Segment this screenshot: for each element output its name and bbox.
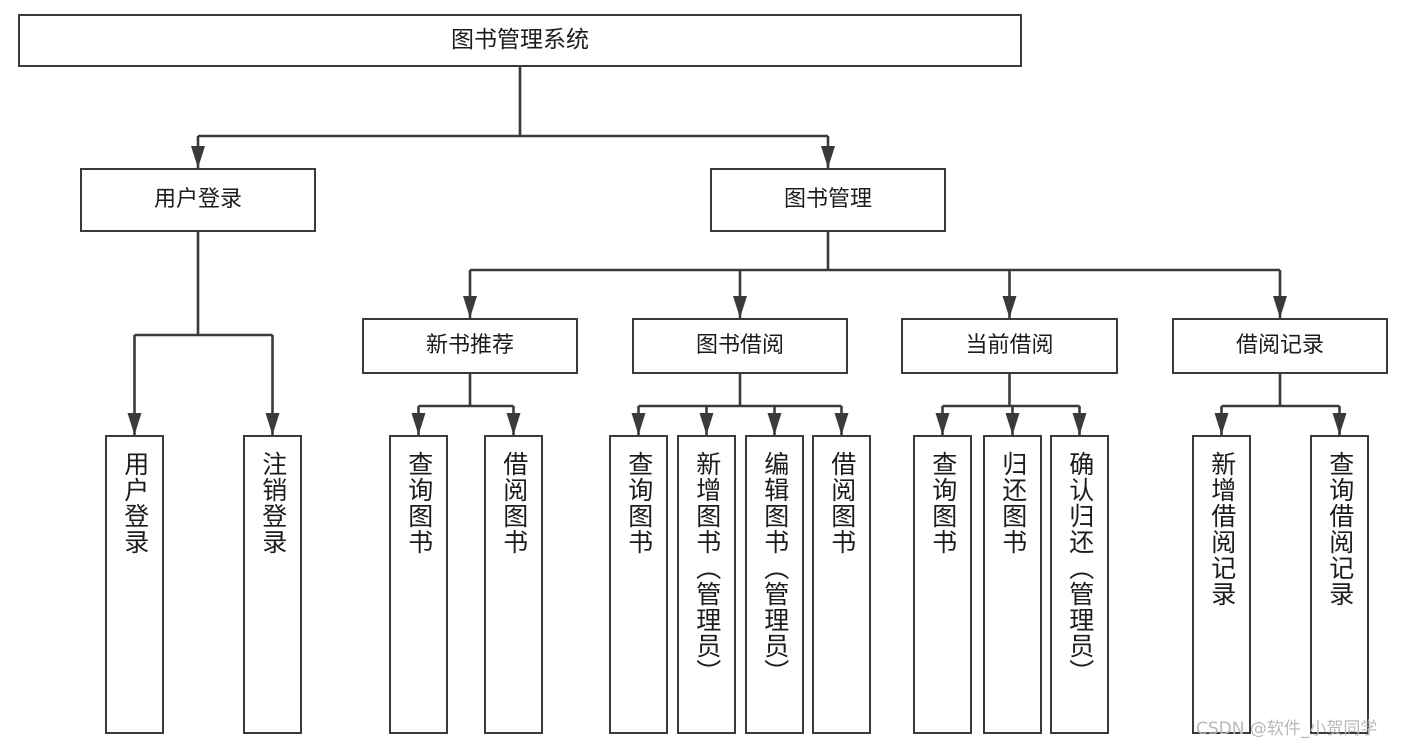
node-current-borrow[interactable]: 当前借阅 xyxy=(901,318,1118,374)
node-label: 用户登录 xyxy=(120,451,150,555)
node-label: 查询图书 xyxy=(928,451,958,555)
node-book-manage[interactable]: 图书管理 xyxy=(710,168,946,232)
node-label: 查询图书 xyxy=(404,451,434,555)
arrowhead xyxy=(834,413,849,435)
node-label: 图书借阅 xyxy=(695,332,784,358)
arrowhead xyxy=(1072,413,1087,435)
node-user-login[interactable]: 用户登录 xyxy=(80,168,316,232)
node-label: 图书管理 xyxy=(783,186,872,212)
node-leaf-query-book-cur[interactable]: 查询图书 xyxy=(913,435,972,734)
node-leaf-add-record[interactable]: 新增借阅记录 xyxy=(1192,435,1251,734)
node-label: 归还图书 xyxy=(998,451,1028,555)
node-label: 查询图书 xyxy=(624,451,654,555)
arrowhead xyxy=(463,296,477,318)
node-label: 注销登录 xyxy=(258,451,288,555)
node-label: 用户登录 xyxy=(153,186,242,212)
node-book-borrow[interactable]: 图书借阅 xyxy=(632,318,848,374)
arrowhead xyxy=(506,413,521,435)
arrowhead xyxy=(1273,296,1287,318)
node-label: 编辑图书（管理员） xyxy=(760,451,790,685)
arrowhead xyxy=(767,413,782,435)
node-leaf-confirm-return[interactable]: 确认归还（管理员） xyxy=(1050,435,1109,734)
node-leaf-user-login[interactable]: 用户登录 xyxy=(105,435,164,734)
node-leaf-user-logout[interactable]: 注销登录 xyxy=(243,435,302,734)
arrowhead xyxy=(1214,413,1229,435)
node-label: 新书推荐 xyxy=(425,332,514,358)
node-label: 借阅图书 xyxy=(827,451,857,555)
node-leaf-add-book[interactable]: 新增图书（管理员） xyxy=(677,435,736,734)
node-label: 查询借阅记录 xyxy=(1325,451,1355,607)
node-leaf-edit-book[interactable]: 编辑图书（管理员） xyxy=(745,435,804,734)
arrowhead xyxy=(733,296,747,318)
arrowhead xyxy=(191,146,205,168)
node-leaf-query-record[interactable]: 查询借阅记录 xyxy=(1310,435,1369,734)
arrowhead xyxy=(1005,413,1020,435)
arrowhead xyxy=(699,413,714,435)
node-label: 当前借阅 xyxy=(965,332,1054,358)
node-label: 确认归还（管理员） xyxy=(1065,451,1095,685)
node-leaf-borrow-book-rec[interactable]: 借阅图书 xyxy=(484,435,543,734)
node-root[interactable]: 图书管理系统 xyxy=(18,14,1022,67)
arrowhead xyxy=(1332,413,1347,435)
arrowhead xyxy=(1002,296,1017,318)
node-label: 新增借阅记录 xyxy=(1207,451,1237,607)
node-new-book-recommend[interactable]: 新书推荐 xyxy=(362,318,578,374)
node-label: 新增图书（管理员） xyxy=(692,451,722,685)
node-leaf-return-book[interactable]: 归还图书 xyxy=(983,435,1042,734)
arrowhead xyxy=(821,146,835,168)
arrowhead xyxy=(935,413,950,435)
node-label: 图书管理系统 xyxy=(451,26,589,53)
node-leaf-query-book-borrow[interactable]: 查询图书 xyxy=(609,435,668,734)
node-leaf-query-book-rec[interactable]: 查询图书 xyxy=(389,435,448,734)
arrowhead xyxy=(411,413,426,435)
arrowhead xyxy=(265,413,280,435)
node-label: 借阅记录 xyxy=(1235,332,1324,358)
watermark: CSDN @软件_小贺同学 xyxy=(1196,719,1378,739)
arrowhead xyxy=(127,413,142,435)
arrowhead xyxy=(631,413,646,435)
node-borrow-record[interactable]: 借阅记录 xyxy=(1172,318,1388,374)
node-label: 借阅图书 xyxy=(499,451,529,555)
node-leaf-borrow-book[interactable]: 借阅图书 xyxy=(812,435,871,734)
